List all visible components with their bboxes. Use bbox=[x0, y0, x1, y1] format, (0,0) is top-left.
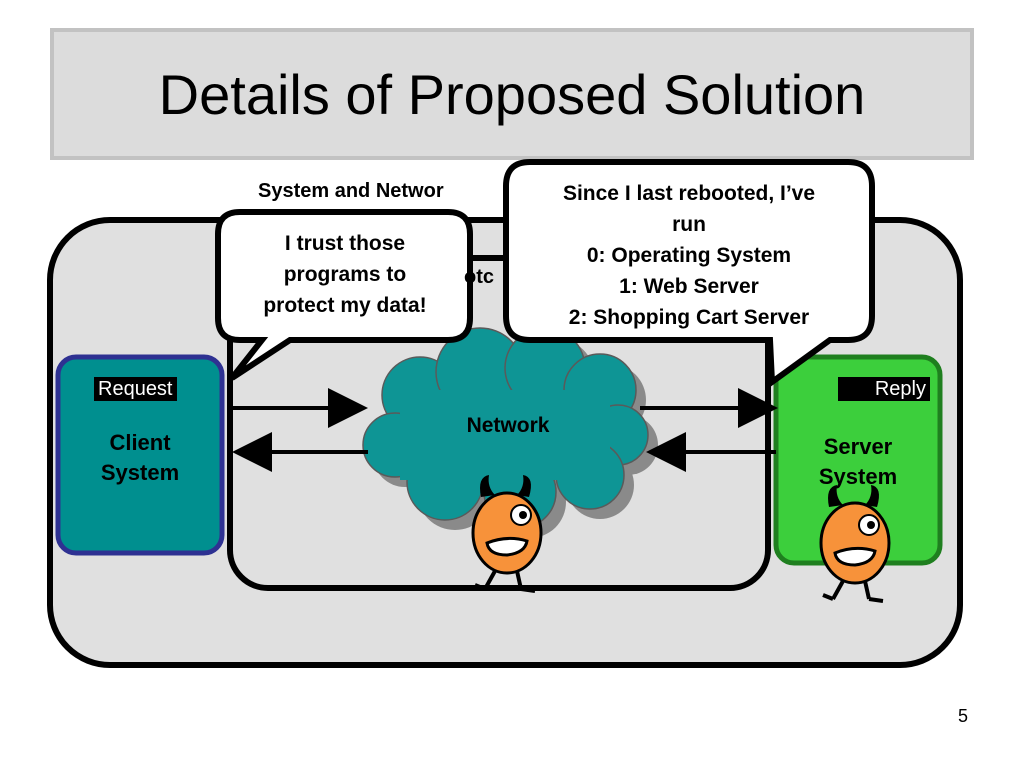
server-bubble-line-3: 0: Operating System bbox=[586, 244, 792, 267]
outer-panel-label: System and Networ bbox=[258, 180, 444, 202]
server-bubble-line-4: 1: Web Server bbox=[619, 275, 759, 298]
client-bubble-line-3: protect my data! bbox=[263, 294, 427, 317]
client-bubble-line-1: I trust those bbox=[284, 232, 406, 255]
client-bubble-line-2: programs to bbox=[283, 263, 407, 286]
server-speech-bubble bbox=[503, 159, 875, 388]
server-bubble-text: Since I last rebooted, I’ve run 0: Opera… bbox=[510, 178, 868, 333]
server-bubble-line-2: run bbox=[672, 213, 706, 236]
page-number: 5 bbox=[957, 706, 968, 726]
client-speech-bubble bbox=[215, 209, 473, 381]
server-bubble-line-1: Since I last rebooted, I’ve bbox=[562, 182, 816, 205]
request-tag: Request bbox=[94, 377, 177, 401]
devil-icon-network bbox=[471, 475, 543, 593]
network-cloud-core bbox=[400, 390, 610, 480]
client-system-box bbox=[55, 354, 225, 556]
server-system-label-2: System bbox=[818, 464, 898, 489]
client-system-label-1: Client bbox=[109, 430, 171, 455]
title-box: Details of Proposed Solution bbox=[50, 28, 974, 160]
slide-title: Details of Proposed Solution bbox=[158, 62, 866, 126]
client-system-label-2: System bbox=[100, 460, 180, 485]
inner-panel-label: otc bbox=[464, 266, 494, 288]
server-bubble-line-5: 2: Shopping Cart Server bbox=[568, 306, 810, 329]
server-system-label-1: Server bbox=[823, 434, 893, 459]
reply-tag: Reply bbox=[838, 377, 930, 401]
network-label: Network bbox=[466, 414, 550, 437]
client-bubble-text: I trust those programs to protect my dat… bbox=[222, 228, 468, 321]
devil-icon-server bbox=[819, 485, 891, 603]
